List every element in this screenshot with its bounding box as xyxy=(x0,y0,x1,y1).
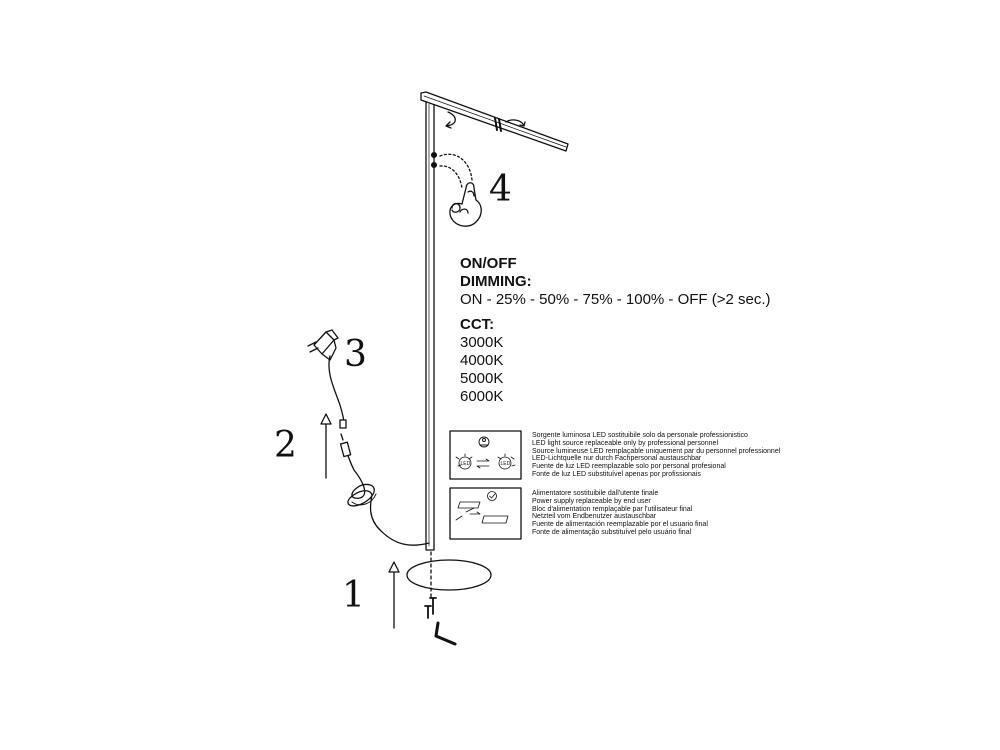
cct-label: CCT: xyxy=(460,316,495,333)
notice-line: Alimentatore sostituibile dall'utente fi… xyxy=(532,490,659,497)
allen-key-icon xyxy=(434,621,457,646)
screws-icon xyxy=(424,597,437,619)
power-adapter-icon xyxy=(307,329,347,429)
notice-line: Sorgente luminosa LED sostituibile solo … xyxy=(532,432,748,439)
notice-line: Power supply replaceable by end user xyxy=(532,497,651,505)
lamp-base xyxy=(406,559,492,591)
dimming-sequence: ON - 25% - 50% - 75% - 100% - OFF (>2 se… xyxy=(460,291,771,308)
notice-line: LED light source replaceable only by pro… xyxy=(532,439,718,447)
notice-line: LED-Lichtquelle nur durch Fachpersonal a… xyxy=(532,455,702,463)
arrow-up-icon xyxy=(320,413,332,479)
touch-motion-path xyxy=(439,153,473,181)
step-number-1: 1 xyxy=(342,575,365,616)
cct-value: 6000K xyxy=(460,388,504,405)
touch-button-lower xyxy=(430,161,438,169)
notice-line: Fonte de alimentação substituível pelo u… xyxy=(532,528,692,536)
adapter-cable xyxy=(328,355,345,425)
step-number-2: 2 xyxy=(274,425,297,466)
notice-line: Bloc d'alimentation remplaçable par l'ut… xyxy=(532,505,693,513)
power-notice-box xyxy=(449,487,522,540)
rotate-arrow-right-icon xyxy=(505,119,526,127)
swap-arrows-icon xyxy=(476,458,490,469)
professional-person-icon xyxy=(478,436,490,448)
led-source-notice: Sorgente luminosa LED sostituibile solo … xyxy=(532,432,780,479)
led-icon-label: LED xyxy=(461,461,471,467)
led-icon-label: LED xyxy=(501,461,511,467)
notice-line: Source lumineuse LED remplaçable uniquem… xyxy=(532,447,781,455)
notice-line: Fuente de alimentación reemplazable por … xyxy=(532,521,708,529)
power-cable xyxy=(345,449,430,546)
arrow-up-icon xyxy=(388,561,400,629)
touch-motion-path-2 xyxy=(439,165,463,189)
onoff-label: ON/OFF xyxy=(460,255,517,272)
dimming-label: DIMMING: xyxy=(460,273,532,290)
power-supply-notice: Alimentatore sostituibile dall'utente fi… xyxy=(532,490,708,537)
led-bulb-icon xyxy=(497,453,516,470)
cct-value: 4000K xyxy=(460,352,504,369)
cct-value: 3000K xyxy=(460,334,504,351)
cable-connector-icon xyxy=(339,433,352,458)
lamp-head xyxy=(420,91,569,152)
cct-value: 5000K xyxy=(460,370,504,387)
power-supply-swap-icon xyxy=(455,491,509,524)
led-bulb-icon xyxy=(455,453,473,470)
step-number-3: 3 xyxy=(344,334,367,375)
notice-line: Netzteil vom Endbenutzer austauschbar xyxy=(532,513,657,521)
hand-touch-icon xyxy=(449,182,482,227)
led-notice-box xyxy=(449,430,522,480)
touch-button-upper xyxy=(430,151,438,159)
step-number-4: 4 xyxy=(489,169,512,210)
rotate-arrow-left-icon xyxy=(445,111,456,129)
notice-line: Fonte de luz LED substituível apenas por… xyxy=(532,470,701,478)
notice-line: Fuente de luz LED reemplazable solo por … xyxy=(532,463,726,471)
